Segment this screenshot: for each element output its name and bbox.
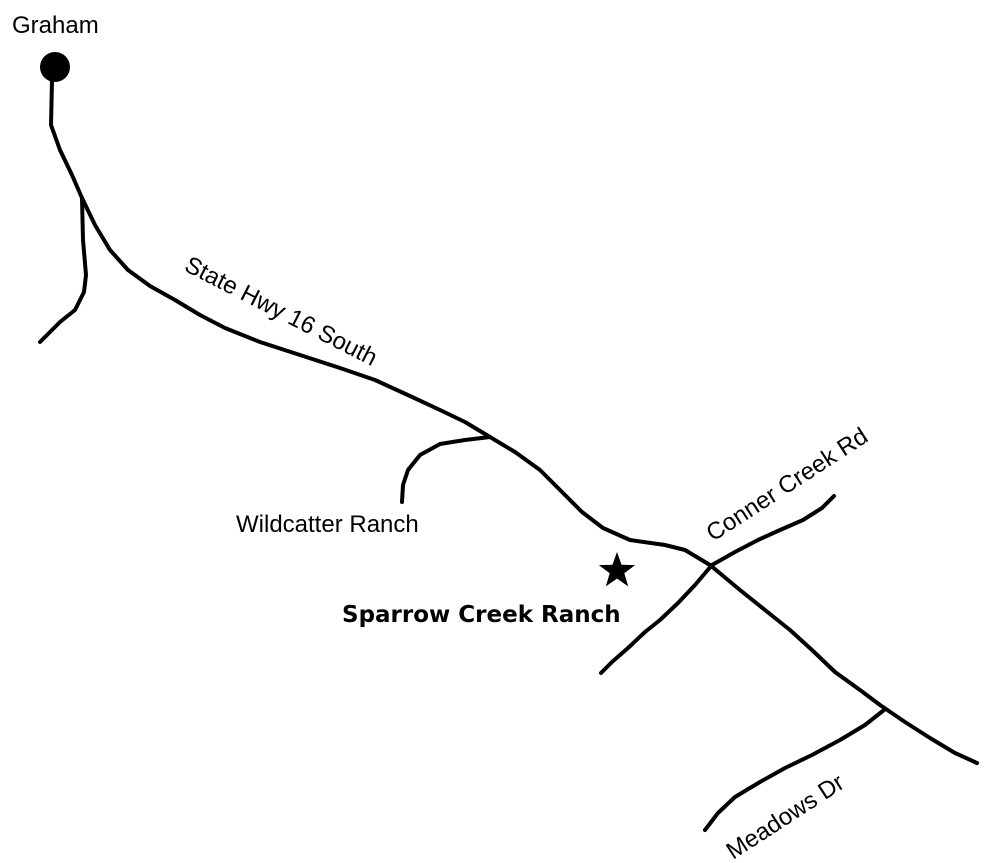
road-meadows-dr	[703, 708, 886, 832]
road-state-hwy-16-south	[49, 78, 979, 765]
road-wildcatter-drive	[400, 435, 492, 504]
place-label-sparrow: Sparrow Creek Ranch	[342, 602, 621, 628]
road-label-highway: State Hwy 16 South	[180, 251, 381, 371]
star-icon	[598, 552, 636, 587]
road-label-meadows: Meadows Dr	[722, 769, 850, 863]
town-dot-icon	[40, 52, 70, 82]
town-label-graham: Graham	[12, 12, 99, 39]
place-label-wildcatter: Wildcatter Ranch	[236, 511, 419, 538]
road-west-spur	[38, 196, 88, 344]
road-conner-creek	[599, 494, 836, 675]
